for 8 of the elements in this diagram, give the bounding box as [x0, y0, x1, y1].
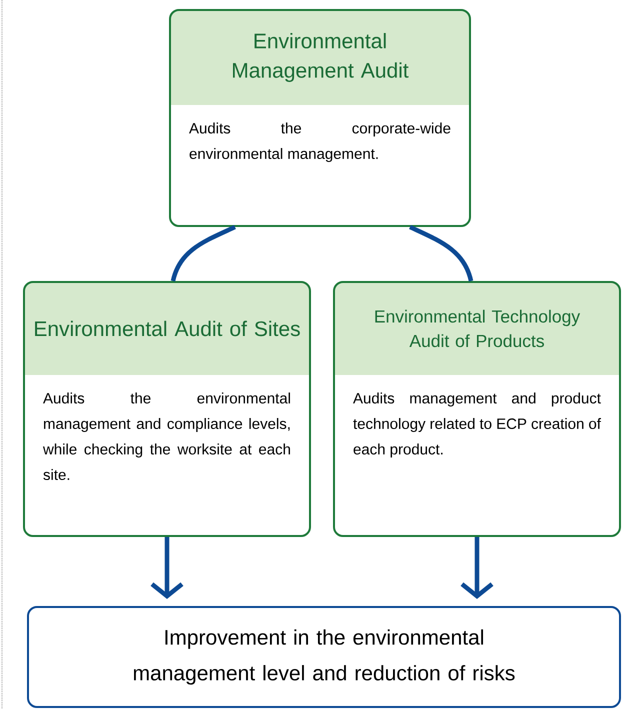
audit-box: Environmental Management Audit Audits the corporate-wide environmental management. — [169, 9, 471, 227]
audit-box: Environmental Audit of Sites Audits the environmental management and compliance levels, while checking the worksite at each site. — [23, 281, 311, 537]
audit-box: Improvement in the environmental management level and reduction of risks — [27, 606, 621, 708]
connector — [460, 537, 494, 599]
connector — [170, 224, 236, 282]
audit-box: Environmental Technology Audit of Products Audits management and product technology related to ECP creation of each product. — [333, 281, 621, 537]
connector — [150, 537, 184, 599]
connector — [409, 224, 474, 282]
